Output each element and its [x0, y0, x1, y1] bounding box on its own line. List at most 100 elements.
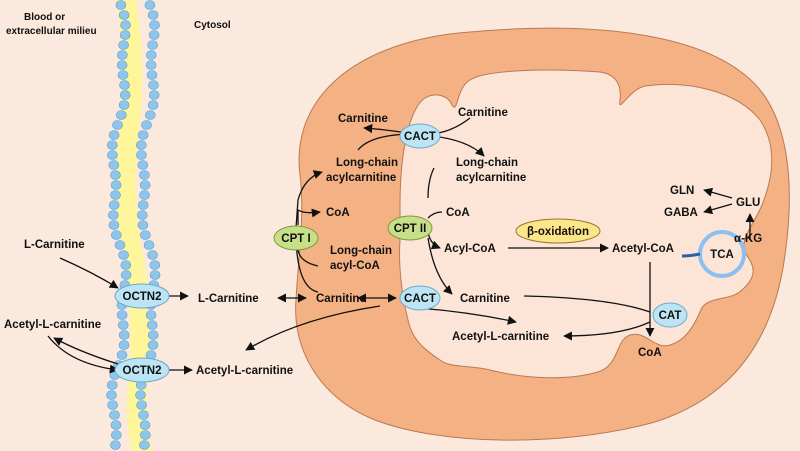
label-cpt2: CPT II — [394, 223, 427, 235]
membrane-bead — [108, 220, 120, 230]
membrane-bead — [146, 320, 158, 330]
membrane-bead — [108, 200, 120, 210]
label-acyl-coa: Acyl-CoA — [444, 243, 496, 255]
label-carnitine-top-left: Carnitine — [338, 113, 388, 125]
cact-bottom-oval — [399, 285, 441, 311]
label-blood-2: extracellular milieu — [6, 26, 97, 37]
membrane-bead — [111, 430, 122, 440]
membrane-bead — [108, 160, 120, 170]
arrow-acetylcarnitine-efflux-b — [47, 335, 119, 374]
membrane-bead — [137, 210, 148, 220]
membrane-bead — [120, 20, 131, 30]
label-coa-bottom: CoA — [638, 347, 662, 359]
membrane-bead — [149, 260, 161, 270]
membrane-bead — [118, 100, 130, 110]
label-beta-oxidation: β-oxidation — [527, 226, 589, 238]
membrane-bead — [119, 80, 130, 90]
label-carnitine-top-right: Carnitine — [458, 107, 508, 119]
membrane-bead — [107, 150, 118, 160]
membrane-bead — [137, 200, 149, 210]
membrane-bead — [135, 390, 146, 400]
label-l-carnitine-cytosol: L-Carnitine — [198, 293, 259, 305]
membrane-bead — [111, 230, 122, 240]
membrane-bead — [141, 120, 152, 130]
cpt1-oval — [273, 225, 319, 251]
membrane-bead — [139, 440, 150, 450]
label-acetyl-l-carnitine-cytosol: Acetyl-L-carnitine — [196, 365, 293, 377]
membrane-bead — [120, 260, 132, 270]
label-cact-top: CACT — [404, 131, 436, 143]
membrane-bead — [146, 50, 157, 60]
label-acetyl-l-carnitine-extracellular: Acetyl-L-carnitine — [4, 319, 101, 331]
membrane-bead — [143, 240, 155, 250]
arrow-carnitine-to-cat — [523, 295, 651, 313]
membrane-bead — [118, 40, 129, 50]
membrane-bead — [109, 410, 120, 420]
arrow-glu-to-gaba — [703, 203, 733, 215]
label-lc-acylcarnitine-left-2: acylcarnitine — [326, 172, 396, 184]
label-cytosol: Cytosol — [194, 20, 231, 31]
membrane-bead — [108, 130, 120, 140]
cpt2-oval — [387, 215, 433, 241]
membrane-bead — [110, 420, 122, 430]
membrane-bead — [106, 390, 117, 400]
label-coa-left: CoA — [326, 207, 350, 219]
label-blood: Blood or — [24, 12, 65, 23]
label-acetyl-coa: Acetyl-CoA — [612, 243, 674, 255]
cact-top-oval — [399, 123, 441, 149]
membrane-bead — [120, 270, 132, 280]
membrane-bead — [145, 110, 156, 120]
label-lc-acylcarnitine-left-1: Long-chain — [336, 157, 398, 169]
membrane-bead — [108, 210, 119, 220]
membrane-bead — [112, 120, 123, 130]
label-akg: α-KG — [734, 233, 762, 245]
membrane-bead — [147, 40, 158, 50]
octn2-bottom-oval — [114, 357, 170, 383]
label-acetyl-l-carnitine-mito: Acetyl-L-carnitine — [452, 331, 549, 343]
arrow-cpt1-to-coa — [297, 208, 321, 225]
membrane-bead — [114, 240, 126, 250]
label-cat: CAT — [659, 310, 682, 322]
transporters-and-enzymes — [114, 123, 746, 383]
reaction-arrows — [47, 117, 755, 375]
membrane-bead — [107, 140, 118, 150]
membrane-bead — [116, 350, 128, 360]
membrane-bead — [139, 170, 150, 180]
membrane-bead — [147, 10, 159, 20]
membrane-bead — [149, 270, 161, 280]
label-gln: GLN — [670, 185, 694, 197]
membrane-bead — [145, 60, 157, 70]
membrane-bead — [116, 110, 127, 120]
label-cact-bottom: CACT — [404, 293, 436, 305]
membrane-bead — [116, 310, 128, 320]
membrane-bead — [136, 140, 147, 150]
membrane-bead — [119, 90, 131, 100]
membrane-bead — [116, 60, 128, 70]
label-gaba: GABA — [664, 207, 698, 219]
membrane-bead — [107, 400, 118, 410]
membrane-bead — [136, 150, 147, 160]
label-lc-acylcarnitine-right-2: acylcarnitine — [456, 172, 526, 184]
arrow-glu-to-gln — [703, 187, 733, 199]
labels: Blood or extracellular milieu Cytosol L-… — [4, 12, 762, 377]
label-carnitine-ims: Carnitine — [316, 293, 366, 305]
membrane-bead — [147, 340, 159, 350]
membrane-bead — [137, 130, 149, 140]
label-cpt1: CPT I — [281, 233, 310, 245]
label-carnitine-matrix: Carnitine — [460, 293, 510, 305]
membrane-bead — [115, 0, 127, 10]
membrane-bead — [117, 70, 129, 80]
label-lc-acylcoa-2: acyl-CoA — [330, 260, 380, 272]
label-coa-right: CoA — [446, 207, 470, 219]
membrane-bead — [110, 190, 121, 200]
arrow-acetylcarnitine-efflux-a — [53, 337, 119, 365]
cat-oval — [652, 302, 688, 328]
membrane-bead — [117, 50, 128, 60]
membrane-bead — [117, 320, 129, 330]
label-lc-acylcoa-1: Long-chain — [330, 245, 392, 257]
membrane-bead — [139, 180, 151, 190]
membrane-bead — [148, 90, 160, 100]
membrane-bead — [139, 190, 150, 200]
arrow-cpt2-to-coa — [427, 211, 443, 219]
